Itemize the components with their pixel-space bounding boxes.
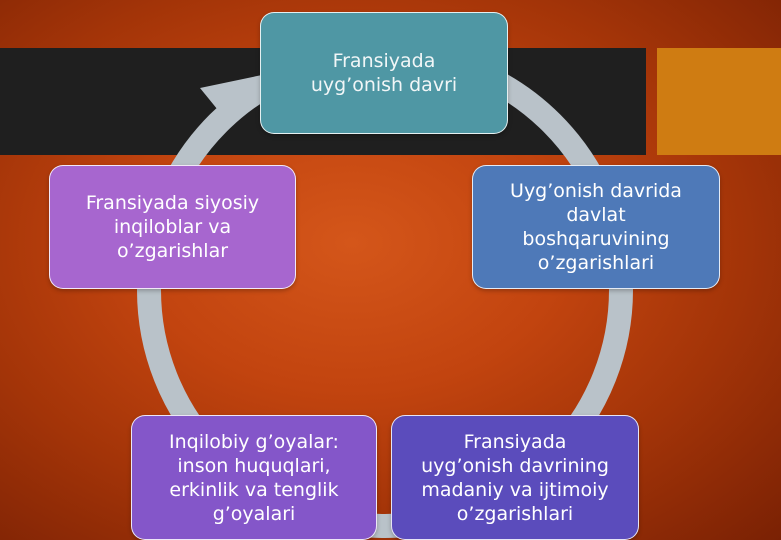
cycle-arrowhead-icon <box>200 75 262 115</box>
title-band-orange <box>657 48 781 155</box>
cycle-node-4: Inqilobiy g’oyalar:inson huquqlari,erkin… <box>131 415 377 540</box>
cycle-node-4-label: Inqilobiy g’oyalar:inson huquqlari,erkin… <box>169 430 339 525</box>
